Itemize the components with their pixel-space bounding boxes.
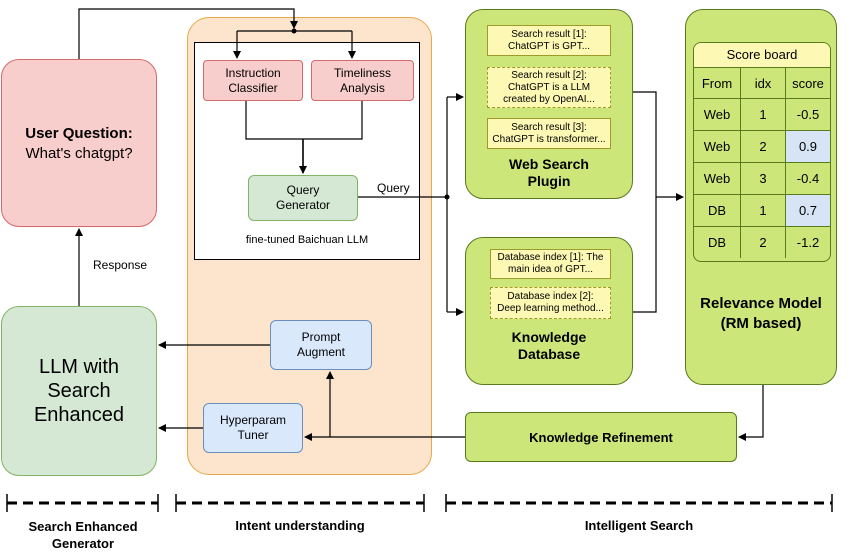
score-cell-score: -0.4 — [796, 171, 820, 186]
timeliness-analysis-label: Timeliness Analysis — [334, 65, 391, 95]
score-cell-from: DB — [694, 227, 741, 258]
score-board-header: From idx score — [694, 68, 830, 99]
section-generator-label: Search Enhanced Generator — [28, 519, 138, 551]
relevance-model-label: Relevance Model (RM based) — [685, 292, 837, 336]
user-question-box: User Question: What's chatgpt? — [1, 59, 157, 227]
search-result-2: Search result [2]: ChatGPT is a LLM crea… — [487, 67, 611, 108]
timeliness-analysis-box: Timeliness Analysis — [311, 60, 414, 101]
knowledge-refinement-label: Knowledge Refinement — [529, 429, 673, 445]
header-idx: idx — [741, 68, 786, 98]
score-cell-idx: 1 — [741, 195, 786, 226]
score-cell-from: DB — [694, 195, 741, 226]
search-result-3: Search result [3]: ChatGPT is transforme… — [487, 118, 611, 149]
web-search-title-text: Web Search Plugin — [509, 156, 589, 189]
llm-search-enhanced-box: LLM with Search Enhanced — [1, 306, 157, 476]
score-cell-idx: 2 — [741, 227, 786, 258]
database-index-1: Database index [1]: The main idea of GPT… — [490, 249, 611, 279]
score-cell-score: 0.9 — [786, 131, 830, 162]
knowledge-refinement-box: Knowledge Refinement — [465, 412, 737, 462]
database-index-2: Database index [2]: Deep learning method… — [490, 287, 611, 319]
score-cell-idx: 3 — [741, 163, 786, 194]
header-score: score — [792, 75, 824, 91]
score-cell-score: 0.7 — [786, 195, 830, 226]
search-result-2-text: Search result [2]: ChatGPT is a LLM crea… — [503, 69, 595, 105]
query-generator-box: Query Generator — [248, 175, 358, 221]
query-generator-label: Query Generator — [275, 183, 331, 212]
web-search-title: Web Search Plugin — [465, 155, 633, 191]
knowledge-database-title-text: Knowledge Database — [511, 329, 587, 362]
score-cell-from: Web — [694, 131, 741, 162]
header-from: From — [694, 68, 741, 98]
score-cell-score: -1.2 — [796, 235, 820, 250]
response-label: Response — [93, 258, 148, 272]
score-board-title: Score board — [694, 43, 830, 68]
database-index-2-text: Database index [2]: Deep learning method… — [497, 291, 604, 314]
search-result-1: Search result [1]: ChatGPT is GPT... — [487, 25, 611, 56]
score-cell-from: Web — [694, 163, 741, 194]
user-question-title: User Question: — [25, 124, 133, 142]
llm-label: LLM with Search Enhanced — [33, 356, 125, 426]
instruction-classifier-label: Instruction Classifier — [225, 65, 281, 95]
instruction-classifier-box: Instruction Classifier — [203, 60, 303, 101]
hyperparam-tuner-box: Hyperparam Tuner — [203, 403, 303, 453]
user-question-text: What's chatgpt? — [25, 144, 133, 162]
search-result-3-text: Search result [3]: ChatGPT is transforme… — [492, 121, 606, 145]
prompt-augment-box: Prompt Augment — [270, 320, 372, 370]
score-board-title-text: Score board — [726, 47, 798, 62]
score-cell-from: Web — [694, 99, 741, 130]
score-cell-idx: 2 — [741, 131, 786, 162]
section-intent-label: Intent understanding — [235, 518, 365, 533]
score-cell-score: -0.5 — [796, 107, 820, 122]
hyperparam-tuner-label: Hyperparam Tuner — [219, 413, 287, 442]
knowledge-database-title: Knowledge Database — [465, 328, 633, 364]
finetuned-label: fine-tuned Baichuan LLM — [245, 234, 369, 246]
relevance-model-label-text: Relevance Model (RM based) — [700, 295, 822, 332]
database-index-1-text: Database index [1]: The main idea of GPT… — [497, 252, 604, 275]
search-result-1-text: Search result [1]: ChatGPT is GPT... — [507, 28, 591, 52]
section-search-label: Intelligent Search — [584, 518, 694, 533]
query-label: Query — [377, 181, 410, 195]
score-cell-idx: 1 — [741, 99, 786, 130]
prompt-augment-label: Prompt Augment — [296, 330, 346, 359]
